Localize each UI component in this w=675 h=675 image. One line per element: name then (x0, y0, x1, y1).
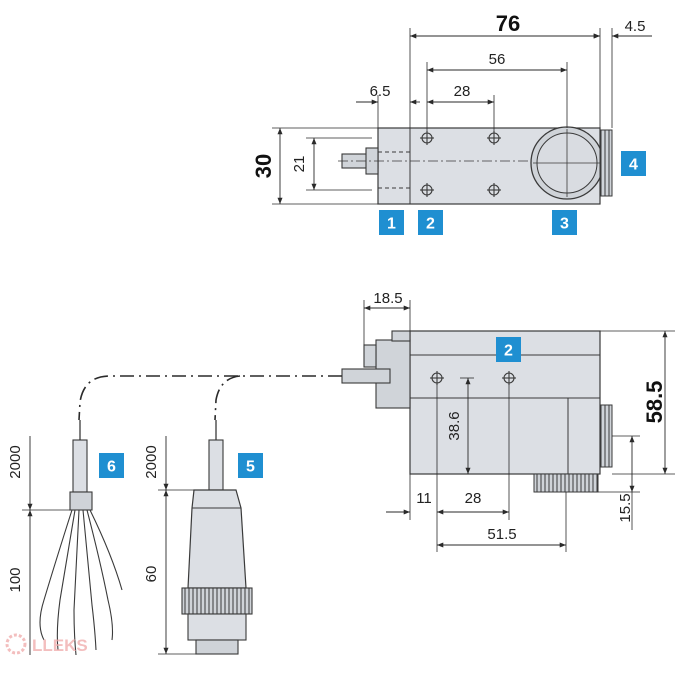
dim-hole-height: 38.6 (446, 411, 463, 440)
dim-hole-spacing: 21 (291, 156, 308, 173)
dim-height-side: 58.5 (642, 381, 667, 424)
watermark: LLEKS (5, 633, 88, 655)
watermark-text: LLEKS (32, 636, 88, 655)
top-view: 76 4.5 56 28 6.5 30 21 1 (251, 11, 652, 235)
flying-leads-assembly: 6 2000 100 (7, 420, 124, 656)
svg-text:6: 6 (107, 459, 116, 476)
dim-connector-length: 60 (143, 566, 160, 583)
callout-badge-6: 6 (99, 453, 124, 478)
svg-text:5: 5 (246, 459, 255, 476)
dim-knob-height: 15.5 (617, 493, 634, 522)
callout-badge-4: 4 (621, 151, 646, 176)
dim-hole-span: 56 (489, 51, 506, 68)
dim-height-top: 30 (251, 154, 276, 178)
svg-text:2: 2 (504, 343, 513, 360)
side-holes (430, 371, 516, 385)
svg-text:4: 4 (629, 157, 638, 174)
dim-overall-width: 76 (496, 11, 520, 36)
svg-text:2: 2 (426, 216, 435, 233)
callout-badge-2-top: 2 (418, 210, 443, 235)
dim-hole-pitch-side: 28 (465, 490, 482, 507)
svg-text:1: 1 (387, 216, 396, 233)
connector-knurl (181, 587, 253, 615)
callout-badge-3: 3 (552, 210, 577, 235)
dim-connector-cable-length: 2000 (143, 445, 160, 478)
dim-connector-offset: 18.5 (373, 290, 402, 307)
side-knurl-bottom (533, 473, 599, 493)
callout-badge-2-side: 2 (496, 337, 521, 362)
top-holes (420, 131, 501, 197)
top-adjust-knob (530, 126, 604, 200)
dim-end-cap: 4.5 (625, 18, 646, 35)
callout-badge-1: 1 (379, 210, 404, 235)
side-view: 18.5 58.5 38.6 15.5 11 28 51.5 2 (341, 290, 675, 552)
watermark-gear-icon (5, 633, 27, 655)
connector-body (187, 489, 247, 589)
dim-left-offset-top: 6.5 (370, 83, 391, 100)
callout-badge-5: 5 (238, 453, 263, 478)
lead-sleeve (69, 491, 93, 511)
dim-hole-pitch-top: 28 (454, 83, 471, 100)
dim-lead-length: 100 (7, 567, 24, 592)
side-knurl-right (599, 404, 613, 468)
connector-assembly: 5 2000 60 (143, 420, 263, 655)
dim-lead-cable-length: 2000 (7, 445, 24, 478)
cable-runs (78, 375, 342, 421)
svg-text:3: 3 (560, 216, 569, 233)
dim-left-offset-side: 11 (416, 490, 432, 507)
dim-base-width: 51.5 (487, 526, 516, 543)
top-end-knurl (599, 129, 613, 197)
